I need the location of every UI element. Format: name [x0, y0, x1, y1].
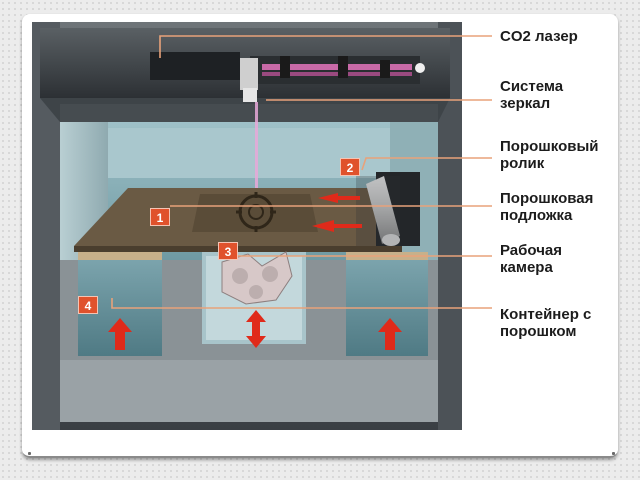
leader-lines — [111, 35, 492, 309]
label-working-chamber: Рабочая камера — [500, 242, 563, 276]
leader-laser — [159, 35, 492, 58]
center-updown-arrow — [246, 310, 266, 348]
badge-3: 3 — [218, 242, 238, 260]
label-powder-roller: Порошковый ролик — [500, 138, 599, 172]
corner-mark — [28, 452, 31, 455]
badge-1: 1 — [150, 208, 170, 226]
right-up-arrow — [378, 318, 402, 350]
printed-part — [221, 251, 293, 305]
mirror-block — [240, 58, 258, 90]
laser-beam — [255, 102, 258, 210]
powder-roller — [356, 172, 420, 246]
corner-mark — [612, 452, 615, 455]
slide-bottom-edge — [22, 448, 618, 458]
piston-arrows — [108, 310, 402, 350]
badge-2: 2 — [340, 158, 360, 176]
left-up-arrow — [108, 318, 132, 350]
co2-laser-housing — [150, 52, 240, 80]
powder-bed-platform — [74, 188, 402, 252]
label-mirror-system: Система зеркал — [500, 78, 564, 112]
leader-container — [111, 298, 492, 309]
mirror-beam-path — [262, 64, 412, 70]
leader-roller — [361, 157, 492, 171]
badge-4: 4 — [78, 296, 98, 314]
label-co2-laser: CO2 лазер — [500, 28, 578, 45]
label-powder-substrate: Порошковая подложка — [500, 190, 594, 224]
laser-compartment — [40, 28, 450, 122]
label-powder-container: Контейнер с порошком — [500, 306, 592, 340]
roller-direction-arrows — [312, 193, 362, 232]
